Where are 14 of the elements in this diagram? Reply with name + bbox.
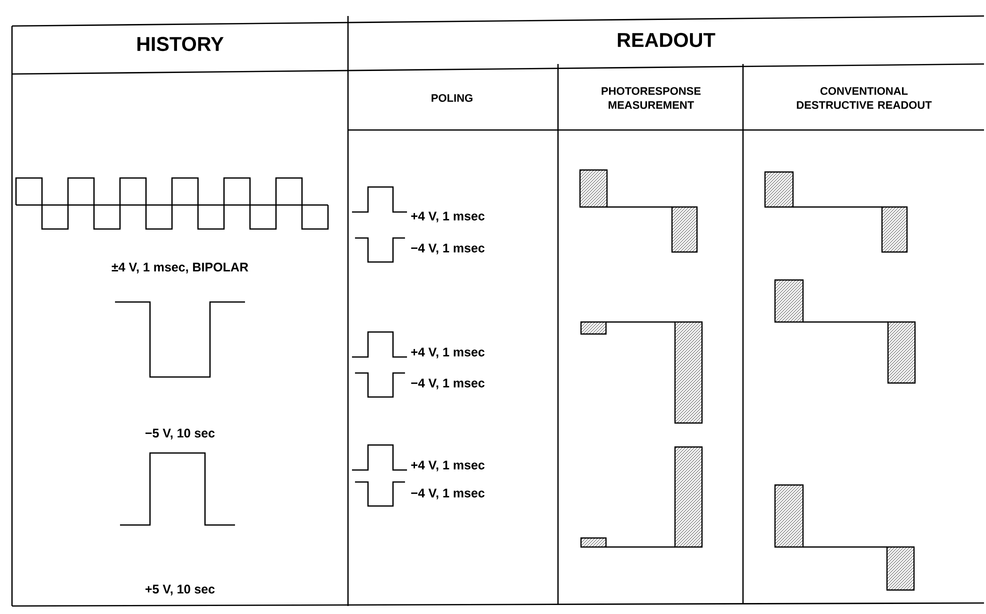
column-heading: POLING xyxy=(432,94,472,102)
pulse-label: −4 V, 1 msec xyxy=(411,244,485,254)
column-heading: PHOTORESPONSE MEASUREMENT xyxy=(602,87,701,109)
waveform-caption: ±4 V, 1 msec, BIPOLAR xyxy=(112,262,248,274)
pulse-label: −4 V, 1 msec xyxy=(411,378,485,390)
pulse-label: +4 V, 1 msec xyxy=(411,348,485,358)
pulse-label: +4 V, 1 msec xyxy=(411,460,485,472)
pulse-label: +4 V, 1 msec xyxy=(411,212,485,222)
pulse-label: −4 V, 1 msec xyxy=(411,488,485,500)
column-heading: READOUT xyxy=(618,32,716,48)
waveform-caption: −5 V, 10 sec xyxy=(145,428,215,440)
column-heading: CONVENTIONAL DESTRUCTIVE READOUT xyxy=(796,87,932,109)
column-heading: HISTORY xyxy=(137,36,224,52)
waveform-caption: +5 V, 10 sec xyxy=(145,584,215,596)
